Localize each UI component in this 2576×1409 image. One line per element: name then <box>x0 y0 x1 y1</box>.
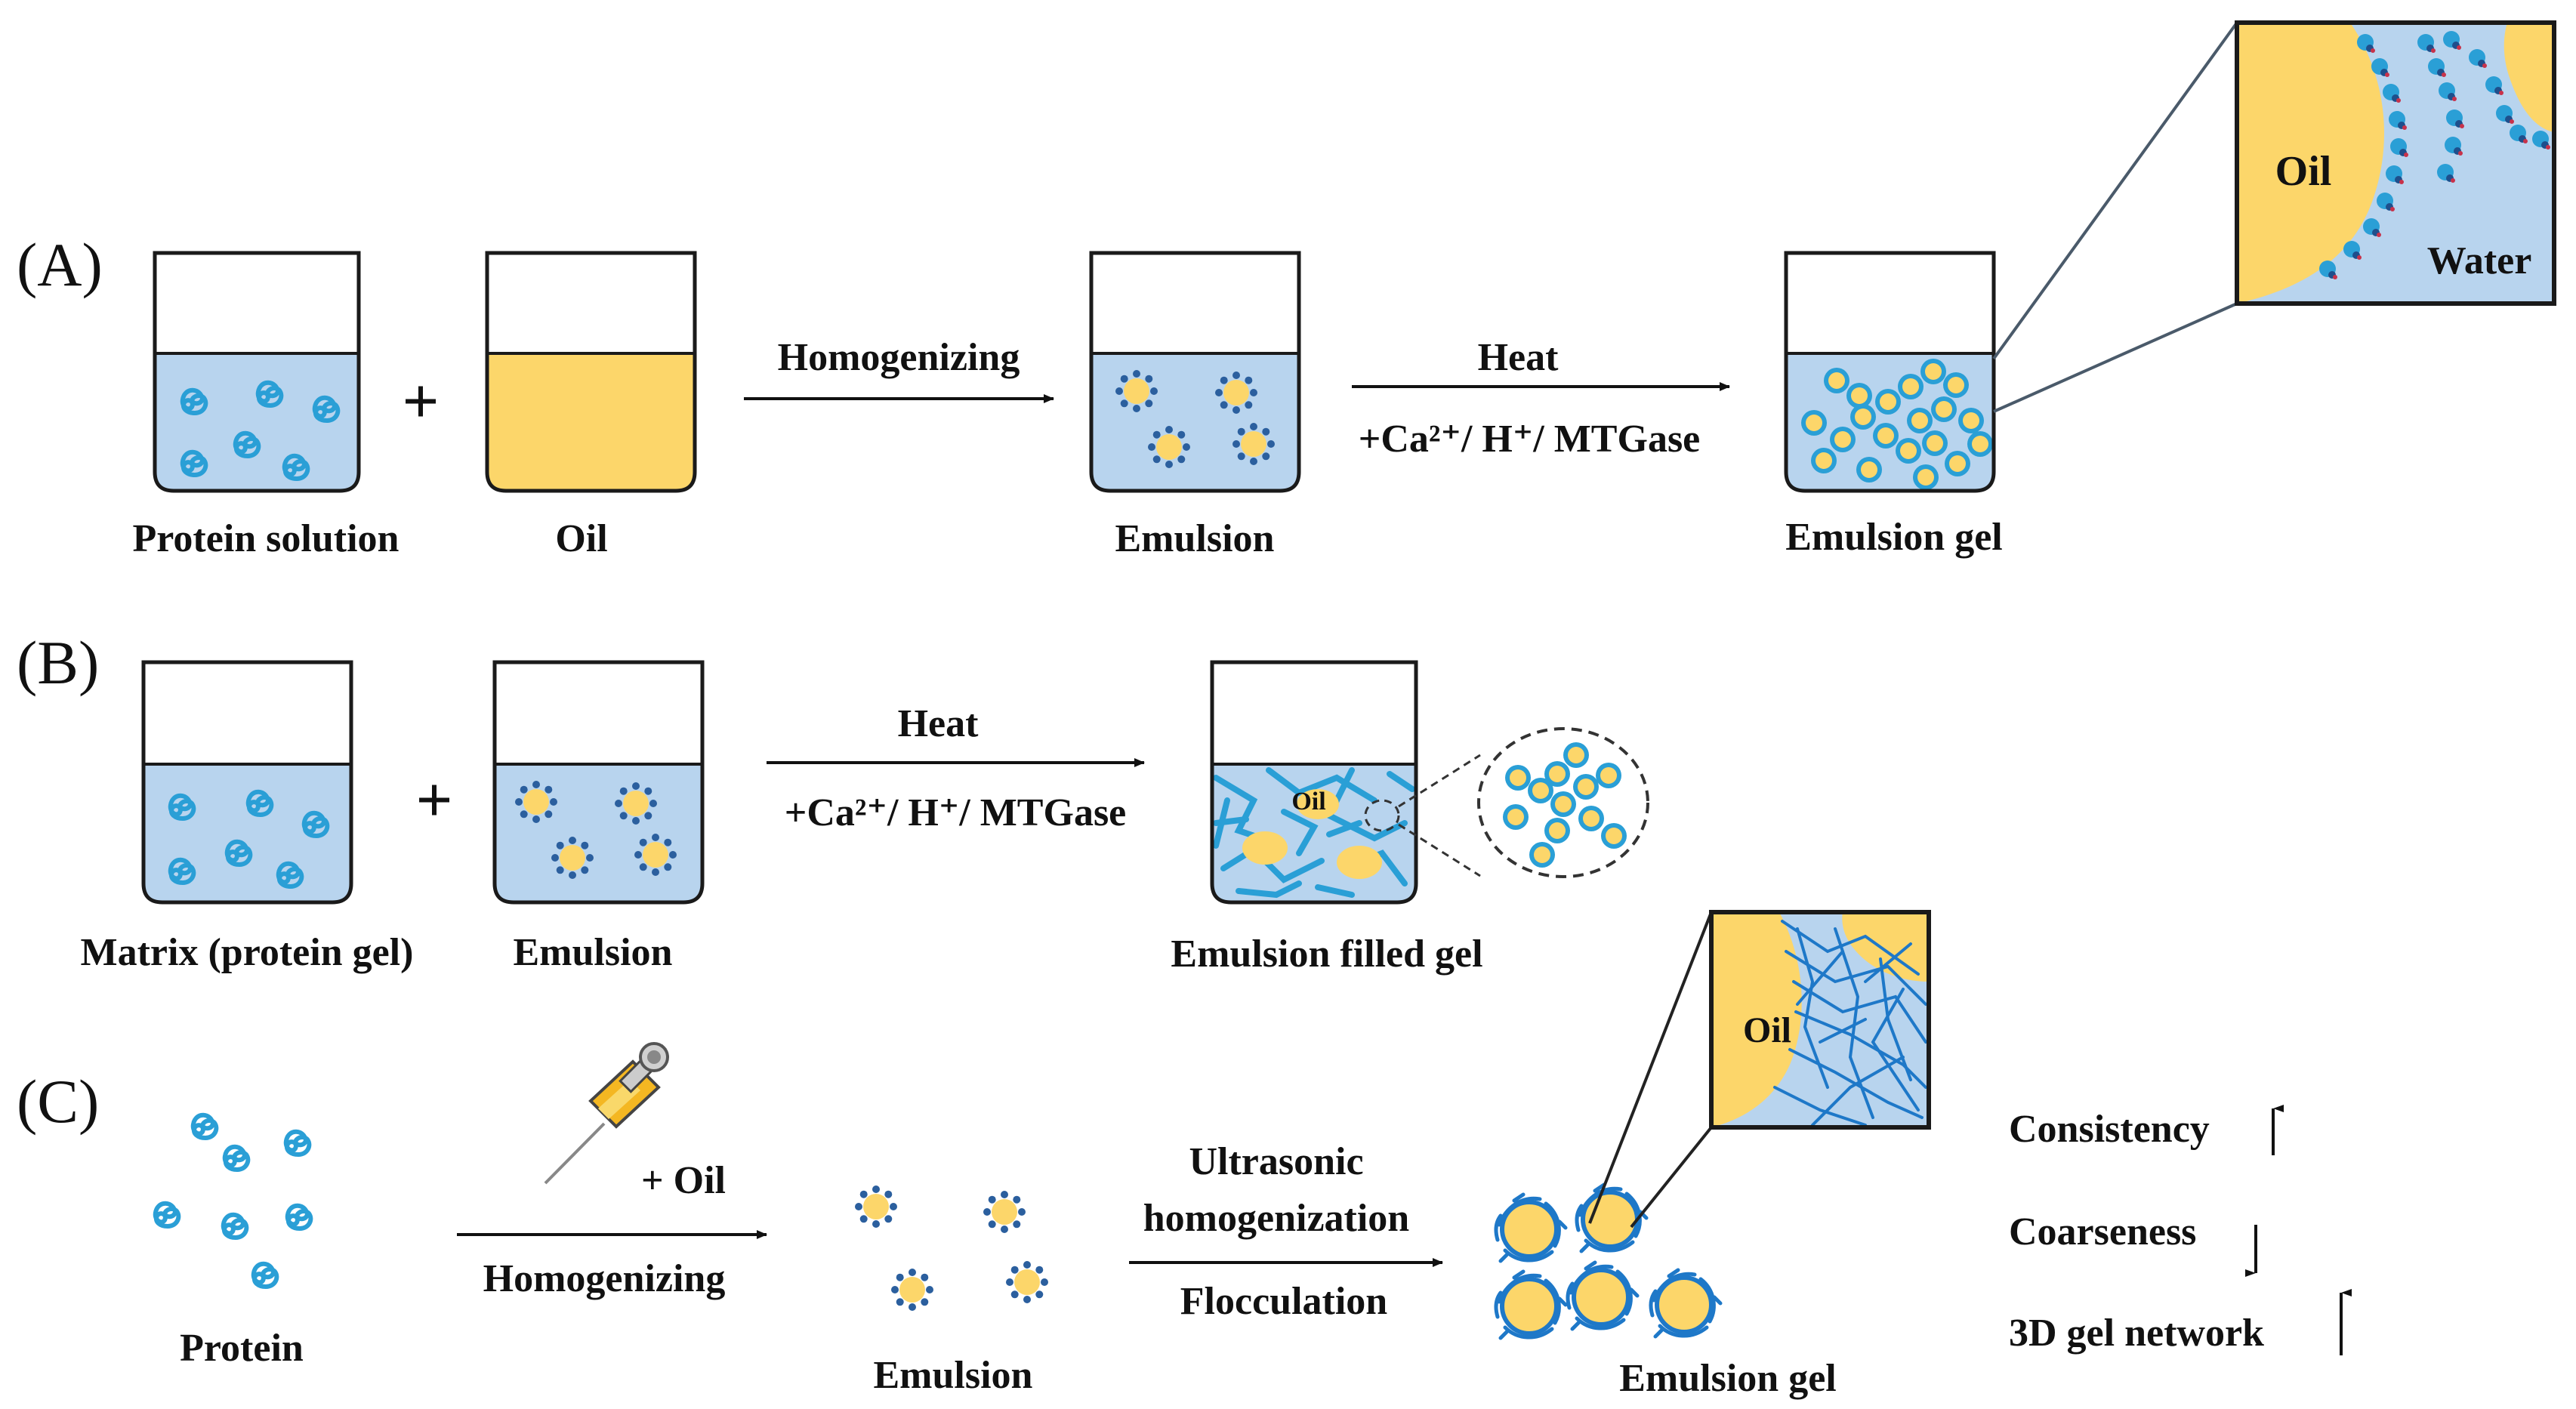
protein-molecule-icon <box>224 1215 247 1238</box>
label-homogenizing-c: Homogenizing <box>483 1257 726 1300</box>
flocculated-droplet-icon <box>1496 1272 1566 1338</box>
plus-sign-b: + <box>415 763 452 836</box>
emulsion-droplets <box>855 1185 1048 1311</box>
protein-molecule-icon <box>288 1206 311 1229</box>
label-plus-oil: + Oil <box>641 1159 726 1202</box>
oil-droplet-icon <box>615 782 657 825</box>
oil-droplet-icon <box>1148 426 1190 468</box>
beaker-emulsion-gel <box>1784 251 1996 493</box>
property-label: Coarseness <box>2009 1210 2196 1253</box>
protein-molecule-icon <box>156 1204 179 1226</box>
panel-c: (C) Protein + Oil Homogenizing <box>17 910 2352 1400</box>
label-emulsion-gel-a: Emulsion gel <box>1785 516 2003 559</box>
label-agents-a: +Ca²⁺/ H⁺/ MTGase <box>1359 418 1701 461</box>
beaker-emulsion-filled-gel <box>1210 660 1418 905</box>
panel-b-letter: (B) <box>17 628 99 697</box>
label-emulsion-filled-gel: Emulsion filled gel <box>1171 933 1482 976</box>
label-protein-solution: Protein solution <box>133 517 400 560</box>
oil-droplet-icon <box>891 1269 933 1311</box>
flocculated-droplets <box>1496 1185 1720 1338</box>
label-flocculation: Flocculation <box>1180 1280 1388 1323</box>
label-agents-b: +Ca²⁺/ H⁺/ MTGase <box>785 791 1127 834</box>
oil-droplet-icon <box>1232 423 1275 465</box>
panel-a-letter: (A) <box>17 230 103 299</box>
flocculated-droplet-icon <box>1651 1270 1720 1337</box>
flocculated-droplet-icon <box>1577 1185 1646 1251</box>
plus-sign: + <box>402 365 439 437</box>
zoom-label-oil-c: Oil <box>1743 1010 1791 1050</box>
protein-molecule-icon <box>225 1147 248 1170</box>
oil-droplet-icon <box>855 1185 897 1228</box>
label-matrix: Matrix (protein gel) <box>81 931 414 974</box>
syringe-icon <box>544 1042 669 1185</box>
beaker-emulsion <box>1089 251 1301 493</box>
label-heat-b: Heat <box>898 702 979 745</box>
property-label: 3D gel network <box>2009 1312 2264 1355</box>
label-emulsion-c: Emulsion <box>874 1354 1033 1397</box>
label-protein: Protein <box>180 1327 304 1370</box>
protein-molecule-icon <box>286 1132 310 1155</box>
label-emulsion-b: Emulsion <box>514 931 673 974</box>
oil-droplet-icon <box>515 781 557 823</box>
protein-group <box>156 1115 311 1287</box>
property-coarseness: Coarseness <box>2009 1210 2257 1277</box>
oil-droplet-icon <box>1215 372 1257 414</box>
protein-molecule-icon <box>193 1115 217 1138</box>
zoom-interface-c <box>1709 910 1931 1130</box>
panel-b: (B) Matrix (protein gel) + Emulsion <box>17 628 1649 976</box>
beaker-matrix <box>141 660 353 905</box>
panel-a: (A) Protein solution + Oil Homogenizing <box>17 20 2556 560</box>
flocculated-droplet-icon <box>1568 1263 1637 1329</box>
label-ultrasonic: Ultrasonic <box>1189 1140 1363 1183</box>
zoom-interface-a <box>2235 20 2556 306</box>
label-oil: Oil <box>555 517 607 560</box>
panel-c-letter: (C) <box>17 1067 99 1136</box>
flocculated-droplet-icon <box>1496 1195 1566 1261</box>
label-emulsion-gel-c: Emulsion gel <box>1619 1357 1837 1400</box>
beaker-emulsion-b <box>492 660 705 905</box>
label-homogenizing: Homogenizing <box>778 336 1020 379</box>
zoom-label-water: Water <box>2427 239 2532 282</box>
property-consistency: Consistency <box>2009 1105 2284 1155</box>
oil-droplet-icon <box>1115 370 1158 412</box>
label-emulsion-a: Emulsion <box>1115 517 1275 560</box>
zoom-droplet-cluster <box>1477 727 1649 878</box>
oil-droplet-icon <box>983 1191 1026 1233</box>
property-label: Consistency <box>2009 1108 2210 1151</box>
label-oil-b: Oil <box>1291 788 1325 815</box>
oil-droplet-icon <box>551 837 594 879</box>
oil-droplet-icon <box>634 834 677 876</box>
beaker-oil <box>485 251 697 493</box>
protein-molecule-icon <box>254 1264 277 1287</box>
zoom-label-oil-a: Oil <box>2275 148 2332 195</box>
property-3d-gel-network: 3D gel network <box>2009 1289 2352 1355</box>
label-heat-a: Heat <box>1478 336 1559 379</box>
beaker-protein-solution <box>153 251 361 493</box>
oil-droplet-icon <box>1006 1261 1048 1303</box>
label-homogenization: homogenization <box>1143 1197 1410 1240</box>
